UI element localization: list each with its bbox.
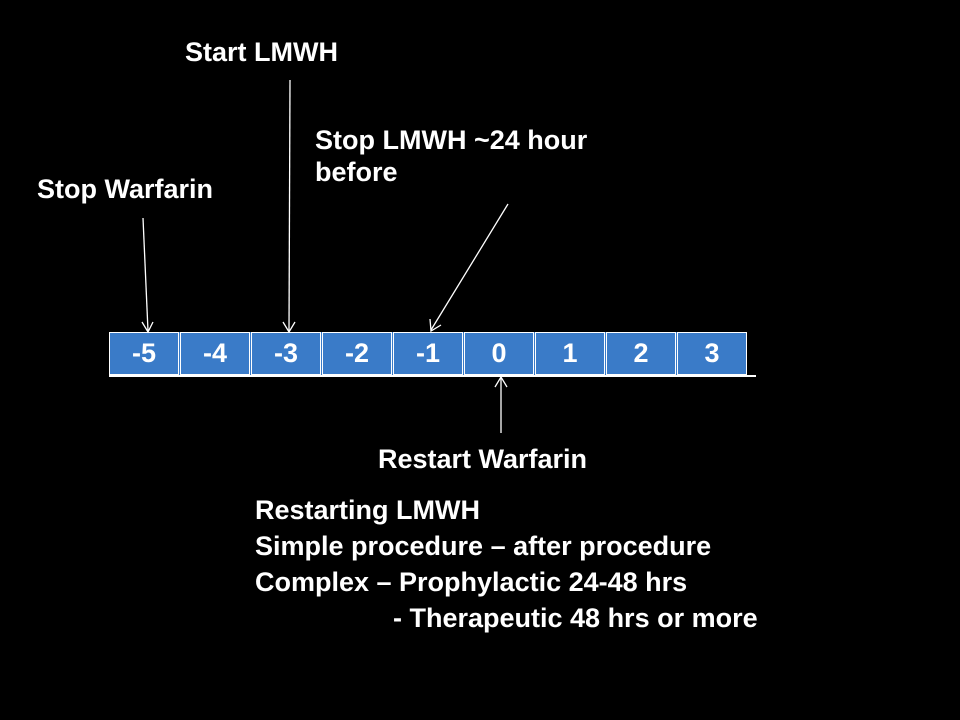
notes-heading: Restarting LMWH	[255, 495, 480, 525]
stop-lmwh-arrow-icon	[429, 203, 509, 333]
day-box-minus-3: -3	[251, 332, 321, 375]
stop-lmwh-label: Stop LMWH ~24 hour before	[315, 124, 587, 188]
start-lmwh-arrow-icon	[282, 79, 296, 334]
stop-warfarin-arrow-icon	[141, 217, 154, 334]
restart-warfarin-label: Restart Warfarin	[378, 444, 588, 474]
notes-complex-prophylactic: Complex – Prophylactic 24-48 hrs	[255, 567, 688, 597]
day-box-2: 2	[606, 332, 676, 375]
day-box-minus-2: -2	[322, 332, 392, 375]
start-lmwh-label: Start LMWH	[185, 37, 338, 67]
notes-complex-therapeutic: - Therapeutic 48 hrs or more	[393, 603, 758, 633]
day-box-0: 0	[464, 332, 534, 375]
day-box-minus-4: -4	[180, 332, 250, 375]
day-box-minus-1: -1	[393, 332, 463, 375]
day-timeline: -5 -4 -3 -2 -1 0 1 2 3	[109, 332, 747, 375]
notes-simple-procedure: Simple procedure – after procedure	[255, 531, 712, 561]
day-box-minus-5: -5	[109, 332, 179, 375]
day-box-1: 1	[535, 332, 605, 375]
stop-warfarin-label: Stop Warfarin	[37, 174, 214, 204]
restarting-lmwh-notes: Restarting LMWH Simple procedure – after…	[255, 492, 758, 636]
timeline-baseline	[109, 375, 756, 377]
stop-lmwh-label-line2: before	[315, 157, 398, 187]
stop-lmwh-label-line1: Stop LMWH ~24 hour	[315, 125, 588, 155]
restart-warfarin-arrow-icon	[494, 375, 508, 433]
day-box-3: 3	[677, 332, 747, 375]
